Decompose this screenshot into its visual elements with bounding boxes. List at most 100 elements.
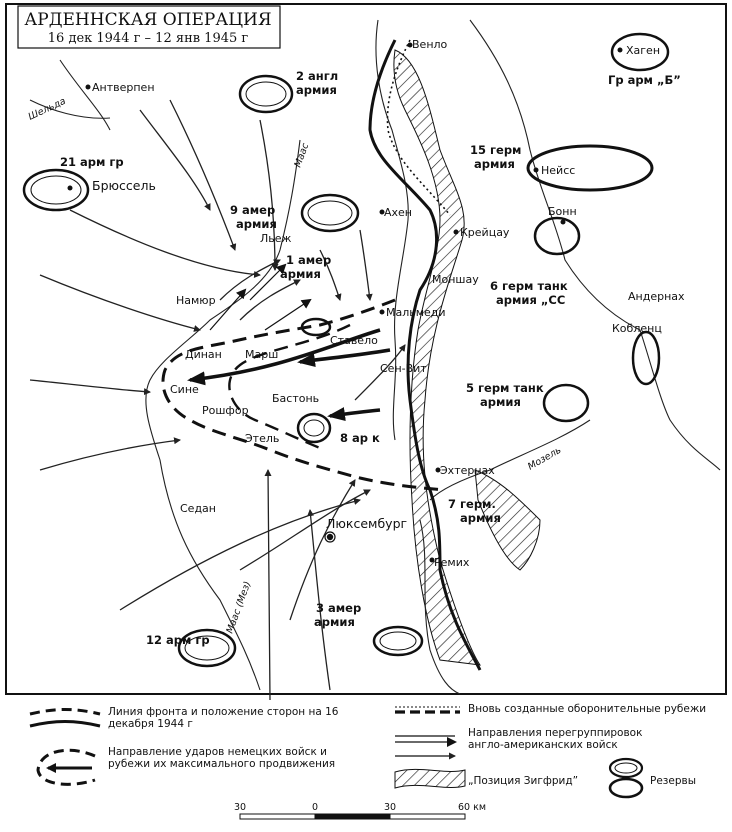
allied-arrows — [29, 99, 406, 701]
unit-12ag: 12 арм гр — [146, 633, 210, 647]
unit-1amer-l2: армия — [280, 267, 321, 281]
city-namur: Намюр — [176, 294, 216, 307]
reserve-9-amer — [300, 193, 360, 233]
city-bastogne: Бастонь — [272, 392, 319, 405]
reserve-bonn — [533, 216, 581, 256]
river-label-maas-upper: Маас (Мез) — [224, 580, 253, 635]
unit-21ag: 21 арм гр — [60, 155, 124, 169]
siegfried-line-south — [474, 469, 541, 571]
city-malmedy: Мальмеди — [386, 306, 446, 319]
reserve-12-ag — [177, 628, 237, 668]
luxembourg-city-mark — [324, 531, 336, 543]
city-bonn: Бонн — [548, 205, 577, 218]
unit-8ak: 8 ар к — [340, 431, 380, 445]
unit-labels: 2 англ армия 9 амер армия 1 амер армия 3… — [60, 69, 681, 647]
schelde-branch-river — [29, 99, 111, 119]
mosel-river — [429, 419, 591, 501]
city-marche: Марш — [245, 348, 278, 361]
city-sedan: Седан — [180, 502, 216, 515]
city-monschau: Моншау — [432, 273, 479, 286]
city-stavelot: Ставело — [330, 334, 378, 347]
city-neuss: Нейсс — [541, 164, 575, 177]
unit-2brit-l2: армия — [296, 83, 337, 97]
legend-siegfried: „Позиция Зигфрид” — [394, 768, 578, 789]
unit-15g-l1: 15 герм — [470, 143, 521, 157]
reserve-malmedy — [300, 317, 332, 337]
legend-text-5: „Позиция Зигфрид” — [468, 775, 578, 787]
river-label-mosel: Мозель — [526, 445, 563, 473]
unit-7g-l2: армия — [460, 511, 501, 525]
legend-text-3: Вновь созданные оборонительные рубежи — [468, 703, 706, 715]
unit-5pz-l1: 5 герм танк — [466, 381, 544, 395]
front-lines — [368, 39, 482, 671]
unit-5pz-l2: армия — [480, 395, 521, 409]
city-points — [67, 42, 623, 563]
unit-2brit-l1: 2 англ — [296, 69, 338, 83]
unit-9amer-l1: 9 амер — [230, 203, 275, 217]
scale-bar: 30 0 30 60 км — [234, 802, 486, 820]
title-box: АРДЕННСКАЯ ОПЕРАЦИЯ 16 дек 1944 г – 12 я… — [17, 5, 281, 49]
reserve-koblenz — [631, 330, 661, 386]
city-ciney: Сине — [170, 383, 199, 396]
scale-tick-2: 30 — [384, 802, 396, 813]
scale-tick-1: 0 — [312, 802, 318, 813]
unit-6ss-l2: армия „СС — [496, 293, 565, 307]
river-label-maas: Маас — [292, 141, 311, 169]
river-label-schelde: Шельда — [27, 96, 68, 123]
scale-tick-3: 60 км — [458, 802, 486, 813]
city-remich: Ремих — [434, 556, 470, 569]
city-rochefort: Рошфор — [202, 404, 249, 417]
map-frame — [5, 3, 727, 695]
unit-1amer-l1: 1 амер — [286, 253, 331, 267]
reserve-8ak — [296, 412, 332, 444]
scale-tick-0: 30 — [234, 802, 246, 813]
city-liege: Льеж — [260, 232, 292, 245]
unit-agB: Гр арм „Б” — [608, 73, 681, 87]
city-aachen: Ахен — [384, 206, 412, 219]
unit-3amer-l1: 3 амер — [316, 601, 361, 615]
moselle-lower-river — [419, 519, 461, 695]
bulge-outline — [161, 298, 446, 492]
german-strikes — [187, 328, 391, 421]
unit-9amer-l2: армия — [236, 217, 277, 231]
siegfried-line-zone — [393, 49, 482, 666]
city-kreuzau: Крейцау — [460, 226, 510, 239]
front-line-north-dash — [386, 39, 451, 216]
map-dates: 16 дек 1944 г – 12 янв 1945 г — [48, 31, 249, 46]
rivers — [29, 19, 721, 695]
legend-text-6: Резервы — [650, 775, 696, 787]
defensive-arrows — [209, 263, 312, 331]
unit-7g-l1: 7 герм. — [448, 497, 496, 511]
city-koblenz: Кобленц — [612, 322, 662, 335]
reserves — [22, 32, 670, 668]
city-brussels: Брюссель — [92, 178, 156, 193]
maas-south-river — [145, 139, 301, 691]
city-andernach: Андернах — [628, 290, 685, 303]
city-hagen: Хаген — [626, 44, 660, 57]
reserve-3-amer — [372, 625, 424, 657]
city-echternach: Эхтернах — [440, 464, 495, 477]
reserve-2-brit — [238, 74, 294, 114]
city-st-vith: Сен-Вит — [380, 362, 427, 375]
city-etain: Этель — [245, 432, 279, 445]
city-labels: Антверпен Брюссель Ахен Венло Нейсс Бонн… — [92, 38, 685, 569]
unit-6ss-l1: 6 герм танк — [490, 279, 568, 293]
schelde-river — [59, 59, 111, 131]
unit-3amer-l2: армия — [314, 615, 355, 629]
reserve-hagen — [610, 32, 670, 72]
reserve-neuss — [526, 144, 654, 192]
legend-reserves: Резервы — [608, 757, 696, 799]
city-antwerp: Антверпен — [92, 81, 155, 94]
city-venlo: Венло — [412, 38, 448, 51]
city-dinant: Динан — [185, 348, 222, 361]
rhine-river — [469, 19, 721, 471]
